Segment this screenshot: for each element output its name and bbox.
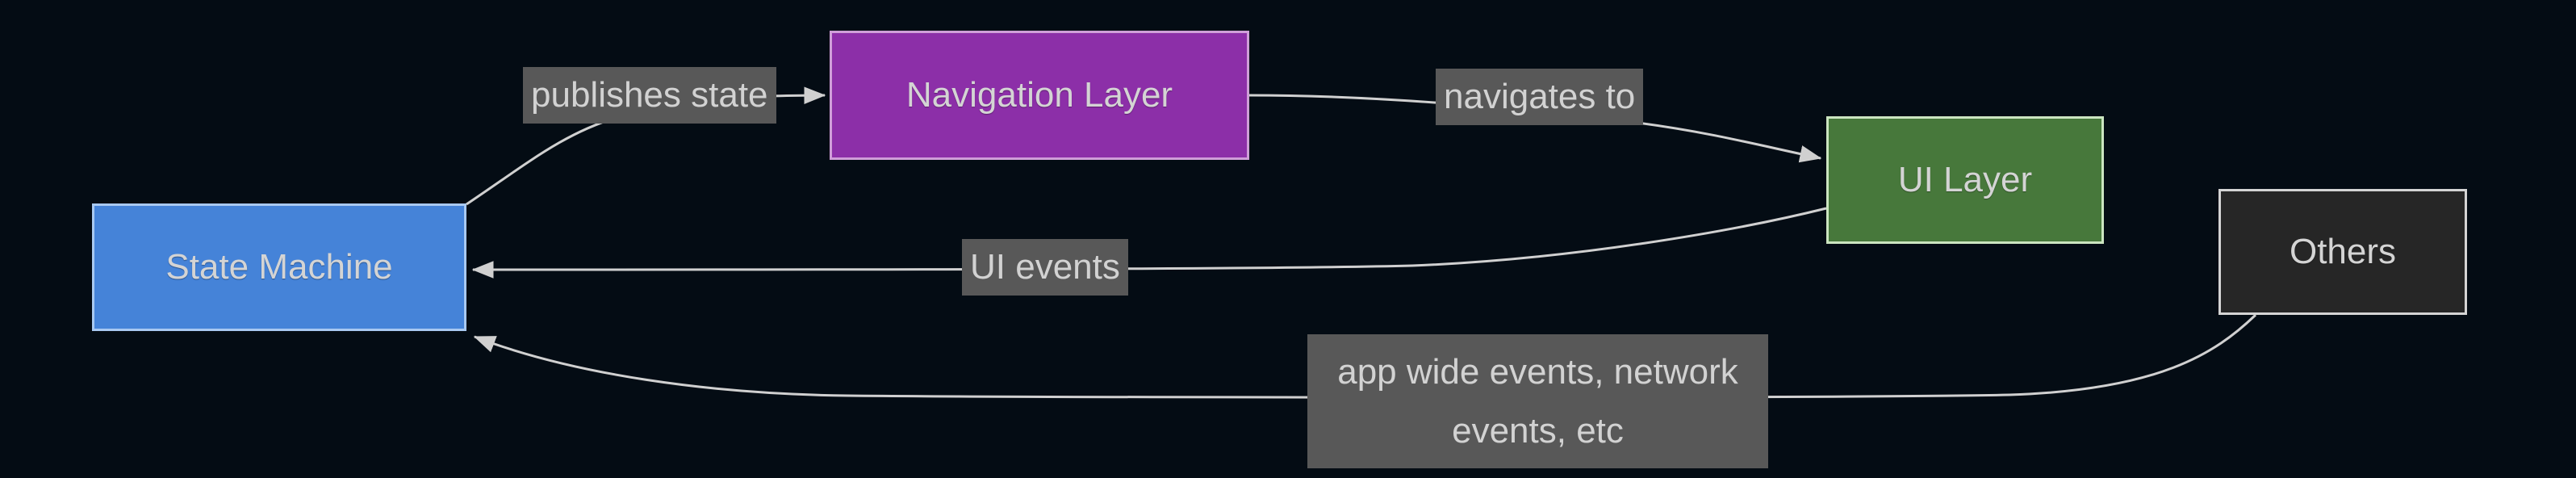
node-others: Others	[2218, 189, 2467, 315]
node-ui-layer: UI Layer	[1826, 116, 2104, 244]
edge-label-navigates-to: navigates to	[1436, 69, 1644, 125]
edge-label-app-wide-events: app wide events, network events, etc	[1307, 334, 1768, 468]
edge-ui-layer-to-state-machine	[471, 207, 1827, 279]
node-others-label: Others	[2289, 232, 2397, 271]
edge-label-publishes-state: publishes state	[523, 67, 776, 124]
edge-label-app-wide-events-line2: events, etc	[1452, 411, 1624, 451]
edge-label-ui-events: UI events	[962, 239, 1128, 296]
node-navigation-layer: Navigation Layer	[830, 31, 1249, 160]
edge-label-app-wide-events-line1: app wide events, network	[1337, 352, 1738, 392]
node-ui-layer-label: UI Layer	[1897, 160, 2033, 199]
node-state-machine-label: State Machine	[165, 247, 393, 287]
node-state-machine: State Machine	[92, 203, 466, 331]
node-navigation-layer-label: Navigation Layer	[905, 75, 1173, 115]
